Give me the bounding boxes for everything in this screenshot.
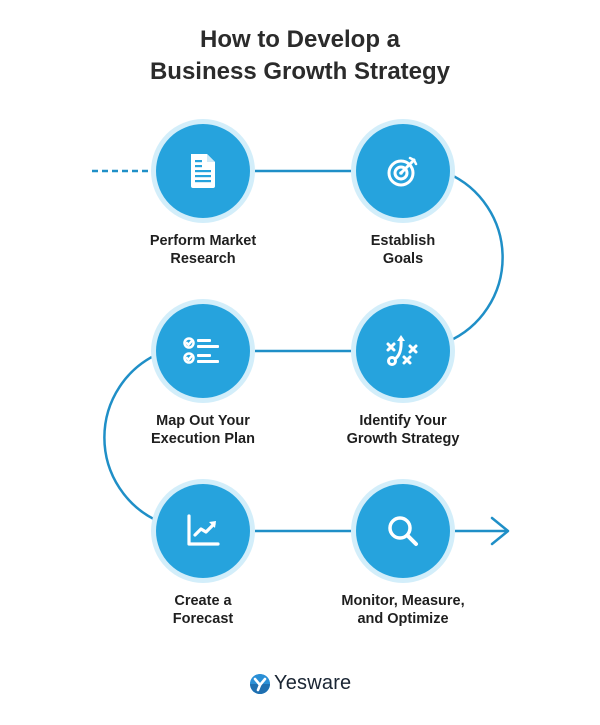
step-node-execution-plan	[151, 299, 255, 403]
magnifier-icon	[388, 516, 418, 546]
step-node-forecast	[151, 479, 255, 583]
step-label-execution-plan: Map Out Your Execution Plan	[151, 413, 255, 447]
document-icon	[191, 154, 215, 188]
step-label-establish-goals: Establish Goals	[370, 233, 436, 267]
yesware-logo-icon	[250, 673, 270, 694]
target-icon	[387, 156, 418, 187]
page-title: How to Develop a Business Growth Strateg…	[0, 24, 600, 88]
step-node-market-research	[151, 119, 255, 223]
title-line-2: Business Growth Strategy	[149, 58, 451, 85]
title-line-1: How to Develop a	[199, 26, 401, 53]
brand-logo: Yesware	[250, 672, 351, 695]
curve-right	[446, 171, 504, 344]
step-label-market-research: Perform Market Research	[149, 233, 257, 267]
strategy-play-icon	[386, 335, 418, 366]
step-node-monitor	[351, 479, 455, 583]
step-node-growth-strategy	[351, 299, 455, 403]
line-chart-icon	[187, 514, 220, 546]
step-label-forecast: Create a Forecast	[172, 593, 234, 627]
curve-left	[103, 351, 161, 524]
step-node-establish-goals	[351, 119, 455, 223]
step-label-monitor: Monitor, Measure, and Optimize	[341, 593, 465, 627]
checklist-icon	[183, 337, 219, 364]
arrow-head-icon	[490, 516, 510, 546]
step-label-growth-strategy: Identify Your Growth Strategy	[346, 413, 460, 447]
brand-name: Yesware	[274, 672, 352, 694]
